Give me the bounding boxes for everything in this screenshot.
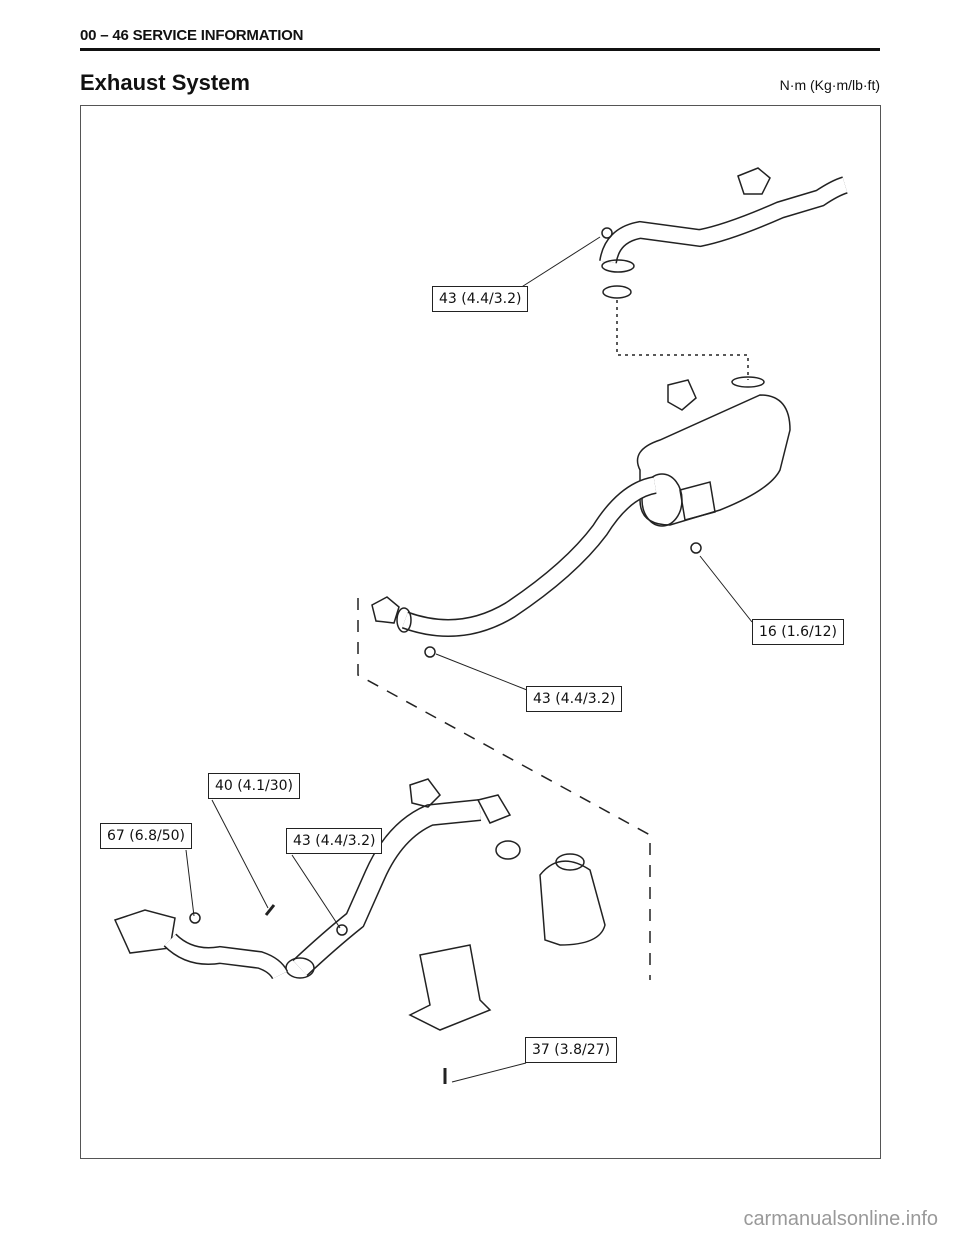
flex-pipe [285, 778, 521, 979]
alignment-line [616, 300, 749, 380]
nut [189, 912, 201, 924]
page-title: Exhaust System [80, 70, 250, 95]
nut [690, 542, 702, 554]
muffler [636, 376, 791, 554]
torque-label-manifold-bolt: 40 (4.1/30) [208, 773, 300, 799]
header-rule [80, 48, 880, 51]
gasket [602, 285, 632, 299]
torque-label-manifold-nut: 67 (6.8/50) [100, 823, 192, 849]
nut [601, 227, 613, 239]
exhaust-manifold [113, 904, 289, 980]
rubber-hanger [409, 778, 441, 808]
bolt [264, 904, 276, 916]
rubber-hanger [667, 379, 697, 411]
nut [424, 646, 436, 658]
heat-shield [539, 853, 606, 946]
section-header: 00 – 46 SERVICE INFORMATION [80, 27, 304, 44]
rubber-hanger [737, 167, 771, 195]
torque-label-bracket-bolt: 37 (3.8/27) [525, 1037, 617, 1063]
front-pipe [371, 476, 657, 658]
torque-units: N·m (Kg·m/lb·ft) [779, 77, 880, 93]
nut [336, 924, 348, 936]
torque-label-flex-pipe-nut: 43 (4.4/3.2) [286, 828, 383, 854]
diagram-frame [80, 105, 881, 1159]
torque-label-muffler-hanger-nut: 16 (1.6/12) [752, 619, 844, 645]
torque-label-front-pipe-nut: 43 (4.4/3.2) [526, 686, 623, 712]
alignment-line [357, 598, 651, 980]
tail-pipe [599, 167, 848, 299]
watermark: carmanualsonline.info [743, 1208, 938, 1230]
torque-label-rear-pipe-nut: 43 (4.4/3.2) [432, 286, 529, 312]
mounting-bracket [408, 944, 492, 1084]
leader-lines [185, 236, 753, 1083]
